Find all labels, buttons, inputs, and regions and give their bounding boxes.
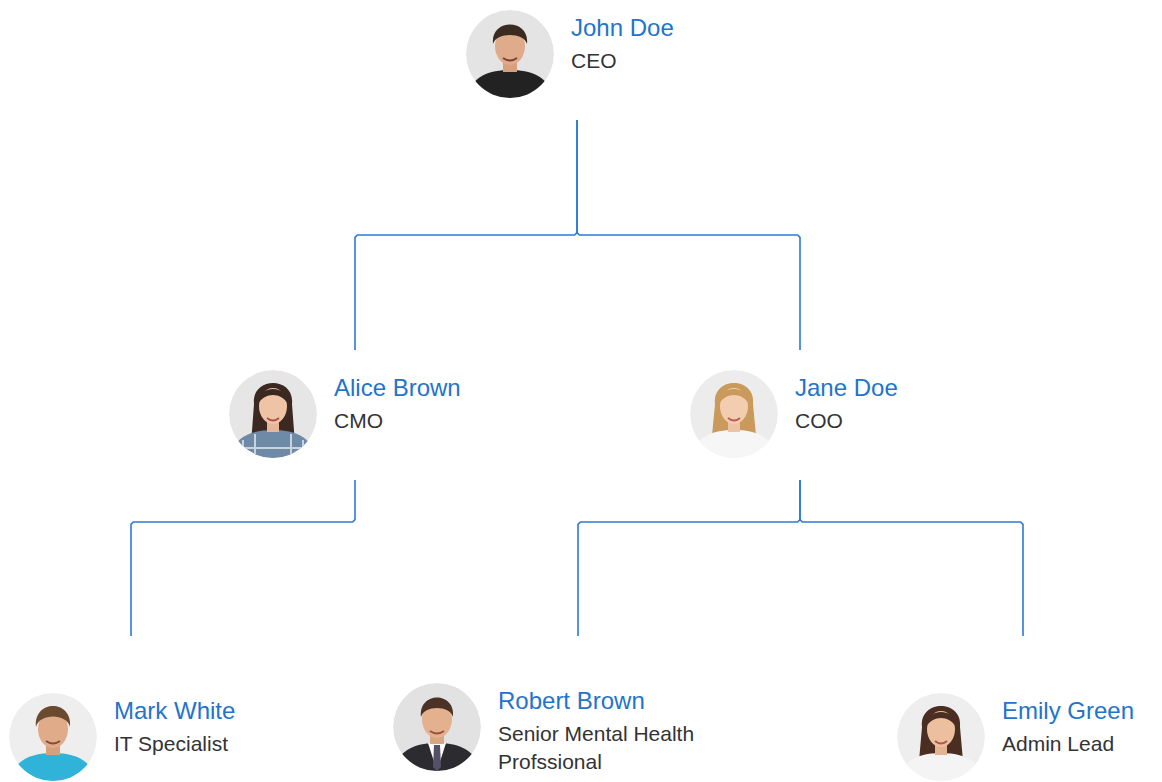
person-name: Robert Brown	[498, 686, 758, 716]
job-title: CMO	[334, 407, 534, 435]
job-title: Admin Lead	[1002, 730, 1157, 758]
avatar-photo	[229, 370, 317, 458]
person-card: Mark White IT Specialist	[9, 636, 314, 758]
person-name: Jane Doe	[795, 373, 995, 403]
person-name: Mark White	[114, 696, 314, 726]
avatar-photo	[897, 693, 985, 781]
job-title: IT Specialist	[114, 730, 314, 758]
reporting-line	[577, 120, 800, 350]
reporting-line	[578, 480, 800, 636]
person-card: Robert BrownSenior Mental Health Profssi…	[393, 636, 758, 777]
person-name: Emily Green	[1002, 696, 1157, 726]
reporting-line	[800, 480, 1023, 636]
person-card: Emily GreenAdmin Lead	[897, 636, 1157, 758]
avatar-photo	[393, 683, 481, 771]
job-title: COO	[795, 407, 995, 435]
job-title: CEO	[571, 47, 771, 75]
avatar-photo	[9, 693, 97, 781]
avatar-photo	[466, 10, 554, 98]
reporting-line	[131, 480, 355, 636]
avatar-photo	[690, 370, 778, 458]
person-card: John DoeCEO	[466, 10, 771, 120]
person-name: Alice Brown	[334, 373, 534, 403]
person-card: Jane DoeCOO	[690, 350, 995, 480]
person-name: John Doe	[571, 13, 771, 43]
job-title: Senior Mental Health Profssional	[498, 720, 758, 777]
reporting-line	[355, 120, 577, 350]
person-card: Alice BrownCMO	[229, 350, 534, 480]
